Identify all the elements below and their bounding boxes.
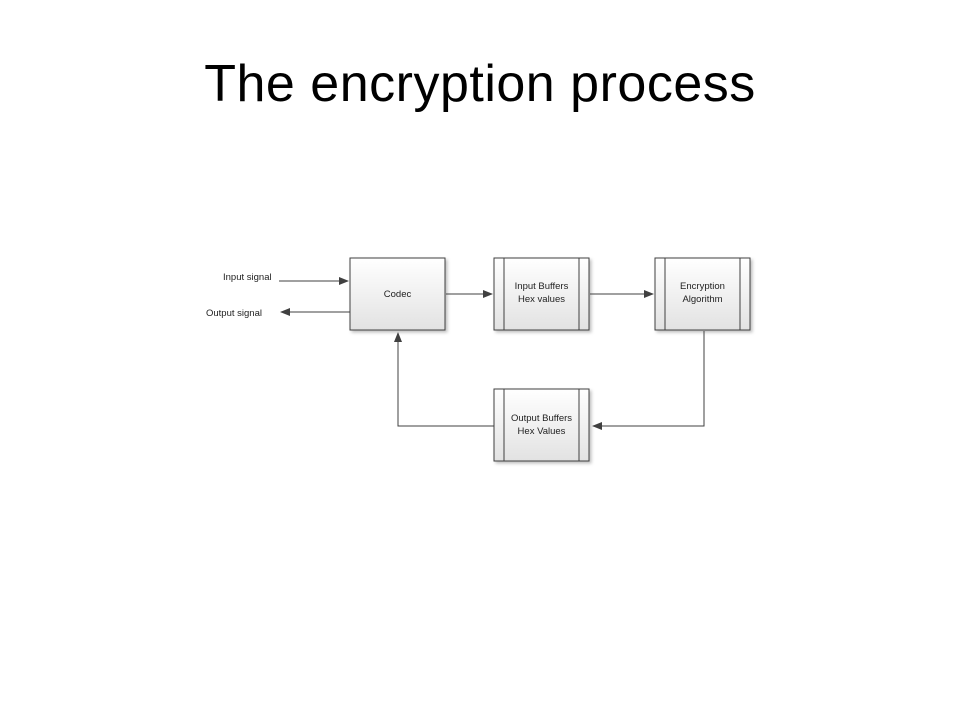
slide-title: The encryption process [204, 55, 756, 113]
encryption-to-output-buffers-connector [592, 331, 705, 430]
input-signal-label: Input signal [223, 272, 272, 283]
output-buffers-label-line1: Output Buffers [511, 413, 572, 424]
input-buffers-label-line1: Input Buffers [515, 281, 569, 292]
encryption-label-line2: Algorithm [682, 294, 722, 305]
output-buffers-to-codec-connector [394, 332, 494, 427]
output-buffers-label-line2: Hex Values [518, 426, 566, 437]
codec-label: Codec [384, 289, 412, 300]
input-buffers-label-line2: Hex values [518, 294, 565, 305]
output-signal-label: Output signal [206, 308, 262, 319]
codec-node: Codec [349, 257, 446, 331]
encryption-algorithm-node: Encryption Algorithm [654, 257, 751, 331]
output-buffers-node: Output Buffers Hex Values [493, 388, 590, 462]
encryption-label-line1: Encryption [680, 281, 725, 292]
input-buffers-node: Input Buffers Hex values [493, 257, 590, 331]
